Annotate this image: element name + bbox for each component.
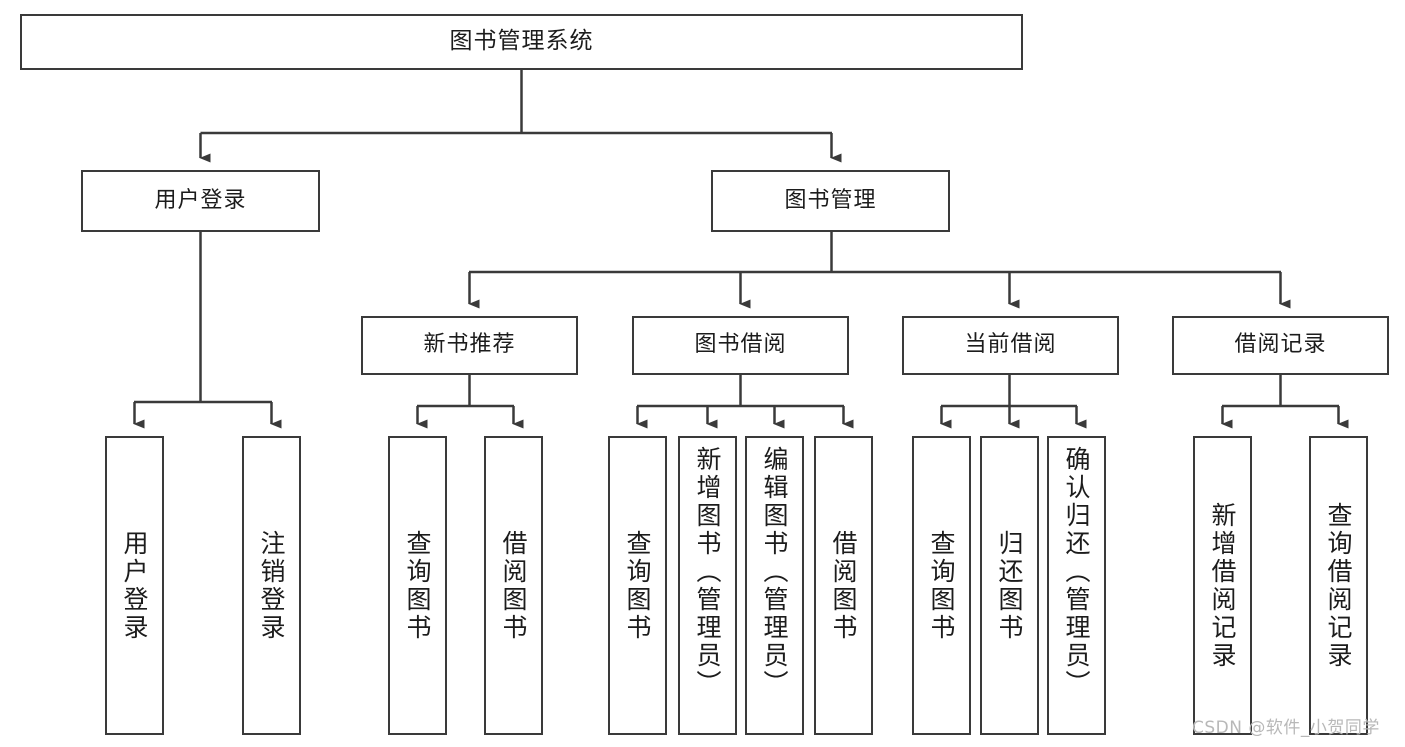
csdn-watermark: CSDN @软件_小贺同学 bbox=[1192, 718, 1380, 738]
leaf-query-book-current[interactable]: 查询图书 bbox=[912, 436, 971, 735]
node-label: 借阅图书 bbox=[829, 529, 858, 642]
node-label: 归还图书 bbox=[995, 529, 1024, 642]
node-user-login[interactable]: 用户登录 bbox=[81, 170, 320, 232]
leaf-query-book-recommend[interactable]: 查询图书 bbox=[388, 436, 447, 735]
leaf-user-login[interactable]: 用户登录 bbox=[105, 436, 164, 735]
node-label: 图书借阅 bbox=[694, 332, 787, 358]
node-book-borrowing[interactable]: 图书借阅 bbox=[632, 316, 849, 375]
node-label: 用户登录 bbox=[154, 187, 247, 213]
node-label: 图书管理系统 bbox=[449, 28, 594, 55]
node-label: 当前借阅 bbox=[964, 332, 1057, 358]
node-book-management[interactable]: 图书管理 bbox=[711, 170, 950, 232]
node-new-book-recommendation[interactable]: 新书推荐 bbox=[361, 316, 578, 375]
leaf-add-book-admin[interactable]: 新增图书（管理员） bbox=[678, 436, 737, 735]
node-label: 图书管理 bbox=[784, 187, 877, 213]
leaf-logout[interactable]: 注销登录 bbox=[242, 436, 301, 735]
node-label: 查询图书 bbox=[623, 529, 652, 642]
node-borrowing-record[interactable]: 借阅记录 bbox=[1172, 316, 1389, 375]
node-label: 查询图书 bbox=[927, 529, 956, 642]
node-label: 查询图书 bbox=[403, 529, 432, 642]
node-book-management-system[interactable]: 图书管理系统 bbox=[20, 14, 1023, 70]
node-label: 新增图书（管理员） bbox=[693, 446, 722, 698]
node-current-borrowing[interactable]: 当前借阅 bbox=[902, 316, 1119, 375]
leaf-return-book[interactable]: 归还图书 bbox=[980, 436, 1039, 735]
node-label: 借阅记录 bbox=[1234, 332, 1327, 358]
node-label: 用户登录 bbox=[120, 529, 149, 642]
leaf-query-borrow-record[interactable]: 查询借阅记录 bbox=[1309, 436, 1368, 735]
leaf-edit-book-admin[interactable]: 编辑图书（管理员） bbox=[745, 436, 804, 735]
node-label: 查询借阅记录 bbox=[1324, 501, 1353, 670]
leaf-add-borrow-record[interactable]: 新增借阅记录 bbox=[1193, 436, 1252, 735]
leaf-borrow-book[interactable]: 借阅图书 bbox=[814, 436, 873, 735]
node-label: 新增借阅记录 bbox=[1208, 501, 1237, 670]
node-label: 确认归还（管理员） bbox=[1062, 446, 1091, 698]
leaf-confirm-return-admin[interactable]: 确认归还（管理员） bbox=[1047, 436, 1106, 735]
leaf-borrow-book-recommend[interactable]: 借阅图书 bbox=[484, 436, 543, 735]
node-label: 注销登录 bbox=[257, 529, 286, 642]
node-label: 新书推荐 bbox=[423, 332, 516, 358]
leaf-query-book-borrow[interactable]: 查询图书 bbox=[608, 436, 667, 735]
node-label: 编辑图书（管理员） bbox=[760, 446, 789, 698]
node-label: 借阅图书 bbox=[499, 529, 528, 642]
